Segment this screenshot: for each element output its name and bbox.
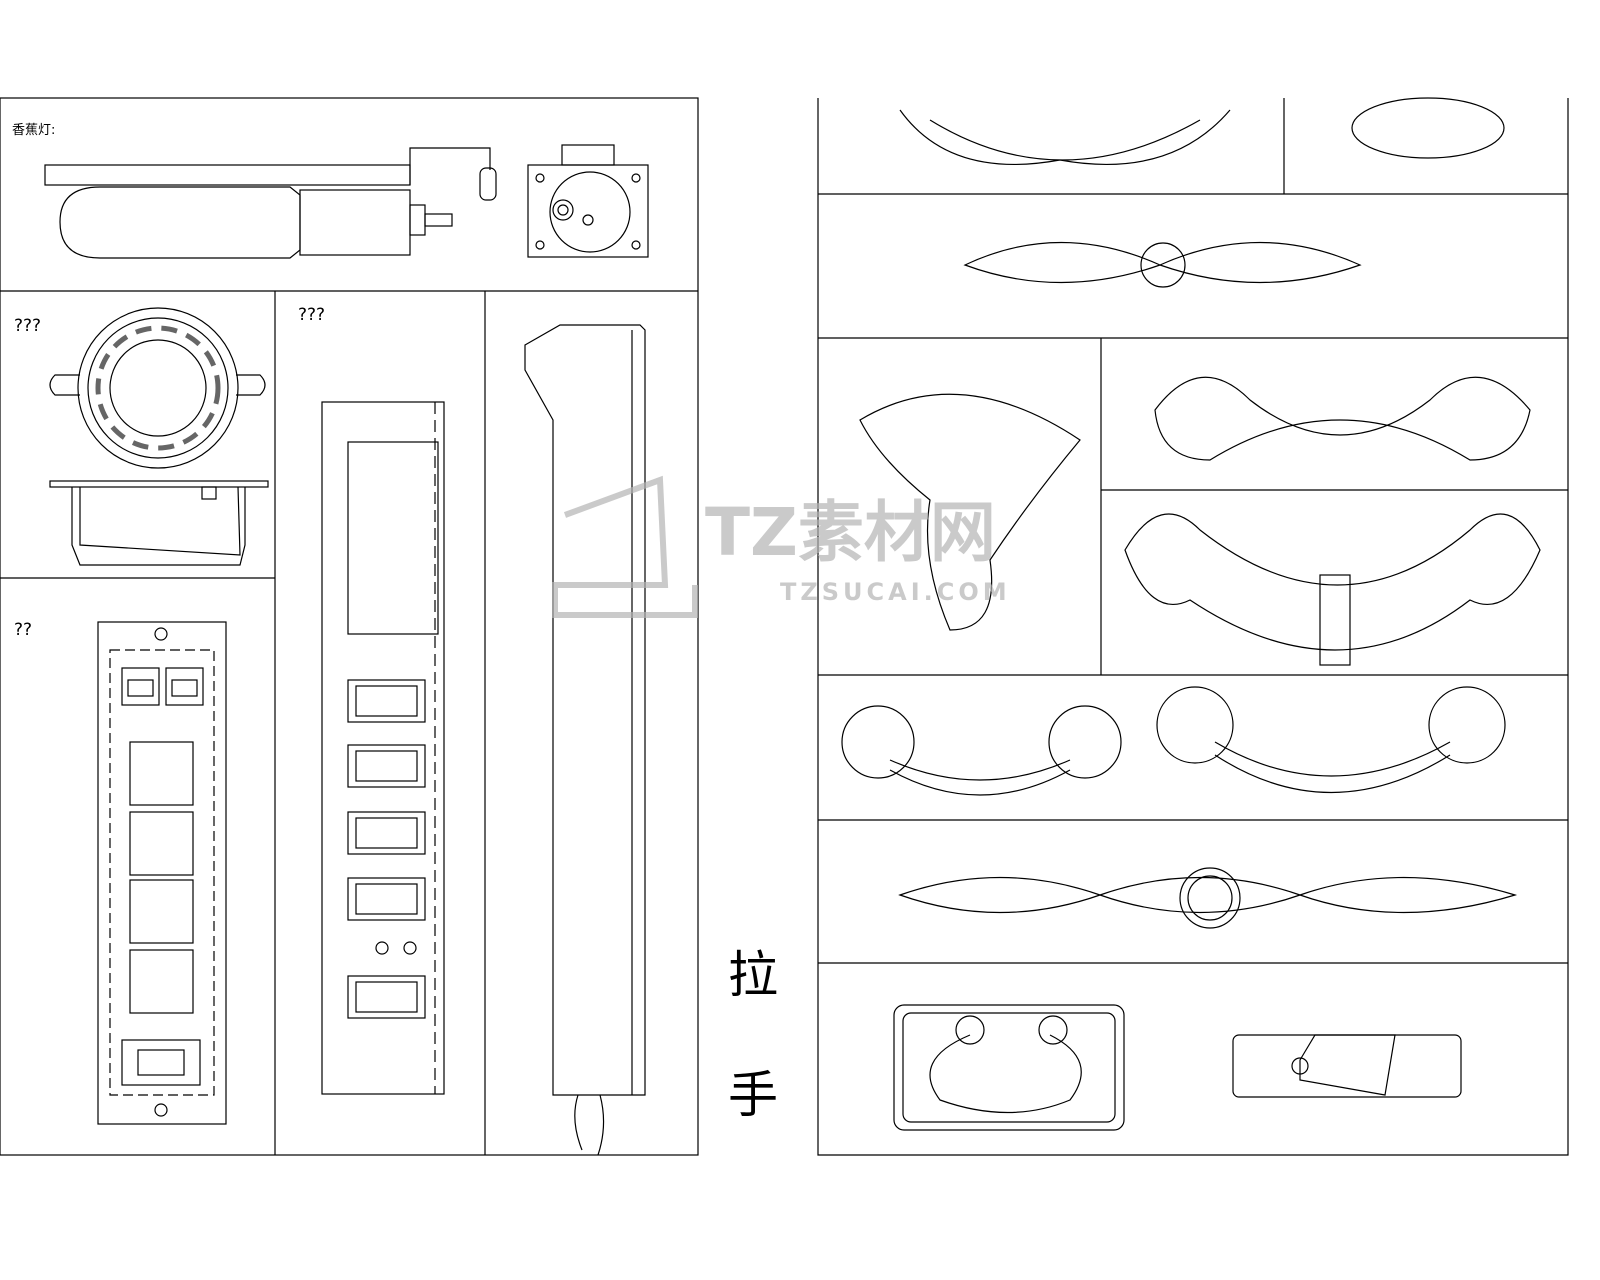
svg-text:TZ素材网: TZ素材网 xyxy=(705,494,996,571)
banana-lamp-drawing xyxy=(44,144,649,259)
label-banana-lamp: 香蕉灯: xyxy=(12,123,56,138)
socket-panel-drawing xyxy=(97,621,227,1125)
label-socket-panel: ?? xyxy=(14,620,33,640)
right-frame xyxy=(817,98,1569,1156)
label-power-strip: ??? xyxy=(298,305,326,325)
power-strip-side-drawing xyxy=(524,324,646,1156)
handle-title-2: 手 xyxy=(728,1066,778,1124)
label-ring-fixture: ??? xyxy=(14,316,42,336)
handle-drawings xyxy=(841,97,1541,1131)
power-strip-drawing xyxy=(321,401,445,1095)
ring-fixture-drawing xyxy=(49,307,269,566)
watermark-logo: TZ素材网 TZSUCAI.COM xyxy=(552,475,1011,618)
left-frame xyxy=(0,97,699,1156)
handle-title-1: 拉 xyxy=(728,946,778,1004)
svg-text:TZSUCAI.COM: TZSUCAI.COM xyxy=(780,578,1011,606)
